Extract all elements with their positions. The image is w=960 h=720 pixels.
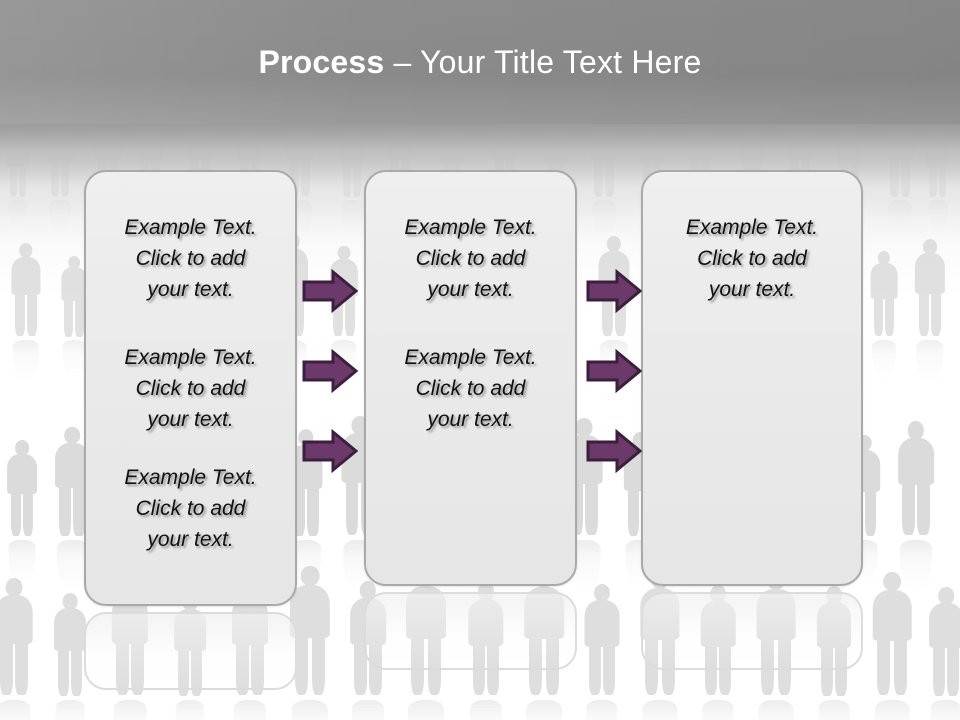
- box-2-text-1-line1: Example Text.: [404, 216, 537, 239]
- arrow-right-icon: [302, 429, 358, 473]
- box-1-text-1-line2: Click to add: [135, 247, 246, 270]
- box-2-text-1-line2: Click to add: [415, 247, 526, 270]
- box-1-text-3-line1: Example Text.: [124, 466, 257, 489]
- box-1-text-1[interactable]: Example Text. Click to add your text.: [86, 212, 295, 305]
- box-2-text-2[interactable]: Example Text. Click to add your text.: [366, 342, 575, 435]
- box-2-text-2-line3: your text.: [427, 408, 514, 431]
- box-1-text-3-line2: Click to add: [135, 497, 246, 520]
- box-1-text-1-line3: your text.: [147, 278, 234, 301]
- arrow-right-icon: [586, 429, 642, 473]
- box-1-text-2-line1: Example Text.: [124, 346, 257, 369]
- arrow-right-icon: [586, 269, 642, 313]
- arrow-right-icon: [302, 269, 358, 313]
- box-1-text-1-line1: Example Text.: [124, 216, 257, 239]
- arrow-right-icon: [586, 349, 642, 393]
- box-3-text-1-line3: your text.: [708, 278, 796, 301]
- page-title: Process – Your Title Text Here: [0, 44, 960, 81]
- box-1-text-2[interactable]: Example Text. Click to add your text.: [86, 342, 295, 435]
- page-title-bold: Process: [258, 44, 385, 80]
- header-band: Process – Your Title Text Here: [0, 0, 960, 124]
- page-title-rest: – Your Title Text Here: [384, 44, 702, 80]
- box-2-text-1[interactable]: Example Text. Click to add your text.: [366, 212, 575, 305]
- box-2-text-2-line1: Example Text.: [404, 346, 537, 369]
- box-1-text-3[interactable]: Example Text. Click to add your text.: [86, 462, 295, 555]
- box-1-text-2-line3: your text.: [147, 408, 234, 431]
- box-3-text-1-line1: Example Text.: [685, 216, 819, 239]
- arrow-right-icon: [302, 349, 358, 393]
- box-3-text-1[interactable]: Example Text. Click to add your text.: [643, 212, 861, 305]
- box-2-text-1-line3: your text.: [427, 278, 514, 301]
- box-1-text-3-line3: your text.: [147, 528, 234, 551]
- box-3-text-1-line2: Click to add: [697, 247, 807, 270]
- box-3[interactable]: Example Text. Click to add your text.: [641, 170, 863, 586]
- box-2-text-2-line2: Click to add: [415, 377, 526, 400]
- box-1-text-2-line2: Click to add: [135, 377, 246, 400]
